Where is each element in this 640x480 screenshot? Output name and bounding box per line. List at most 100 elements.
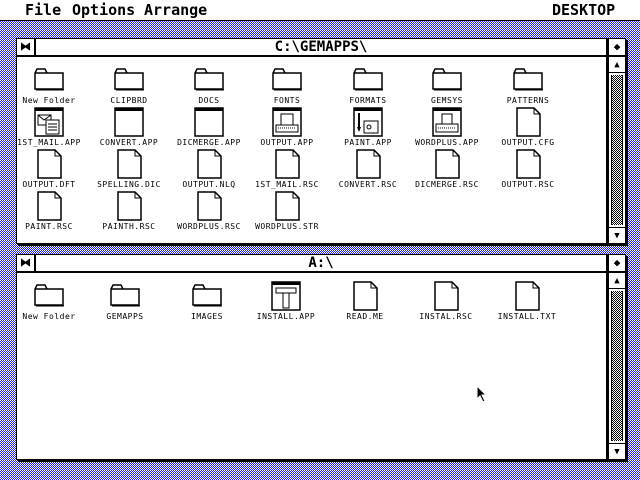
icon-label: GEMAPPS	[106, 312, 144, 321]
document-icon-item[interactable]: OUTPUT.DFT	[9, 149, 89, 190]
doc-icon	[247, 149, 327, 179]
doc-icon	[9, 149, 89, 179]
icon-label: 1ST_MAIL.APP	[17, 138, 81, 147]
application-icon-item[interactable]: WORDPLUS.APP	[407, 107, 487, 148]
icon-label: FONTS	[273, 96, 301, 105]
application-icon-item[interactable]: INSTALL.APP	[246, 281, 326, 322]
app-icon	[89, 107, 169, 137]
title-bar[interactable]: ⧓ C:\GEMAPPS\ ◆	[17, 39, 625, 57]
doc-icon	[89, 149, 169, 179]
icon-label: CONVERT.APP	[99, 138, 159, 147]
document-icon-item[interactable]: DICMERGE.RSC	[407, 149, 487, 190]
folder-icon-item[interactable]: DOCS	[169, 65, 249, 106]
document-icon-item[interactable]: 1ST_MAIL.RSC	[247, 149, 327, 190]
doc-icon	[89, 191, 169, 221]
icon-label: New Folder	[22, 312, 76, 321]
icon-label: OUTPUT.DFT	[22, 180, 76, 189]
folder-icon-item[interactable]: New Folder	[9, 281, 89, 322]
folder-icon	[85, 281, 165, 311]
icon-label: WORDPLUS.STR	[255, 222, 319, 231]
doc-icon	[406, 281, 486, 311]
document-icon-item[interactable]: SPELLING.DIC	[89, 149, 169, 190]
icon-label: PAINT.RSC	[25, 222, 73, 231]
icon-label: DOCS	[198, 96, 220, 105]
doc-icon	[169, 191, 249, 221]
menu-arrange[interactable]: Arrange	[144, 1, 208, 19]
folder-icon	[488, 65, 568, 95]
menu-file[interactable]: File	[25, 1, 62, 19]
window-title: C:\GEMAPPS\	[274, 39, 368, 55]
close-box-icon[interactable]: ⧓	[17, 255, 36, 271]
application-icon-item[interactable]: OUTPUT.APP	[247, 107, 327, 148]
document-icon-item[interactable]: OUTPUT.CFG	[488, 107, 568, 148]
doc-icon	[488, 149, 568, 179]
scroll-track[interactable]	[611, 75, 623, 225]
icon-label: WORDPLUS.APP	[415, 138, 479, 147]
document-icon-item[interactable]: WORDPLUS.STR	[247, 191, 327, 232]
folder-icon-item[interactable]: IMAGES	[167, 281, 247, 322]
menu-options[interactable]: Options	[72, 1, 136, 19]
scroll-down-arrow-icon[interactable]: ▼	[609, 443, 625, 459]
application-icon-item[interactable]: CONVERT.APP	[89, 107, 169, 148]
full-box-icon[interactable]: ◆	[606, 255, 625, 271]
scroll-up-arrow-icon[interactable]: ▲	[609, 273, 625, 289]
folder-icon-item[interactable]: GEMAPPS	[85, 281, 165, 322]
app-hammer-icon	[246, 281, 326, 311]
icon-label: PAINTH.RSC	[102, 222, 156, 231]
icon-label: New Folder	[22, 96, 76, 105]
window-c-gemapps: ⧓ C:\GEMAPPS\ ◆ ▲ ▼ New Folder CLIPBRD DOC…	[16, 38, 626, 244]
menu-bar: File Options Arrange DESKTOP	[0, 0, 640, 21]
application-icon-item[interactable]: DICMERGE.APP	[169, 107, 249, 148]
doc-icon	[9, 191, 89, 221]
folder-icon	[167, 281, 247, 311]
folder-icon	[9, 281, 89, 311]
scroll-down-arrow-icon[interactable]: ▼	[609, 227, 625, 243]
icon-label: READ.ME	[346, 312, 384, 321]
document-icon-item[interactable]: OUTPUT.RSC	[488, 149, 568, 190]
folder-icon	[407, 65, 487, 95]
document-icon-item[interactable]: PAINT.RSC	[9, 191, 89, 232]
doc-icon	[407, 149, 487, 179]
app-icon	[169, 107, 249, 137]
application-icon-item[interactable]: 1ST_MAIL.APP	[9, 107, 89, 148]
folder-icon	[328, 65, 408, 95]
folder-icon-item[interactable]: PATTERNS	[488, 65, 568, 106]
icon-label: OUTPUT.APP	[260, 138, 314, 147]
document-icon-item[interactable]: INSTALL.TXT	[487, 281, 567, 322]
icon-label: PAINT.APP	[344, 138, 392, 147]
doc-icon	[328, 149, 408, 179]
window-a-drive: ⧓ A:\ ◆ ▲ ▼ New Folder GEMAPPS IMAGES INSTA…	[16, 254, 626, 460]
application-icon-item[interactable]: PAINT.APP	[328, 107, 408, 148]
document-icon-item[interactable]: INSTAL.RSC	[406, 281, 486, 322]
icon-label: PATTERNS	[506, 96, 550, 105]
close-box-icon[interactable]: ⧓	[17, 39, 36, 55]
document-icon-item[interactable]: READ.ME	[325, 281, 405, 322]
icon-label: INSTALL.TXT	[497, 312, 557, 321]
scroll-track[interactable]	[611, 291, 623, 441]
icon-label: CLIPBRD	[110, 96, 148, 105]
icon-label: CONVERT.RSC	[338, 180, 398, 189]
full-box-icon[interactable]: ◆	[606, 39, 625, 55]
folder-icon-item[interactable]: New Folder	[9, 65, 89, 106]
icon-label: INSTALL.APP	[256, 312, 316, 321]
document-icon-item[interactable]: WORDPLUS.RSC	[169, 191, 249, 232]
doc-icon	[487, 281, 567, 311]
icon-label: FORMATS	[349, 96, 387, 105]
title-bar[interactable]: ⧓ A:\ ◆	[17, 255, 625, 273]
folder-icon-item[interactable]: FONTS	[247, 65, 327, 106]
scroll-up-arrow-icon[interactable]: ▲	[609, 57, 625, 73]
document-icon-item[interactable]: PAINTH.RSC	[89, 191, 169, 232]
icon-label: INSTAL.RSC	[419, 312, 473, 321]
folder-icon-item[interactable]: FORMATS	[328, 65, 408, 106]
document-icon-item[interactable]: OUTPUT.NLQ	[169, 149, 249, 190]
vertical-scrollbar[interactable]: ▲ ▼	[606, 57, 625, 243]
folder-icon-item[interactable]: GEMSYS	[407, 65, 487, 106]
icon-label: OUTPUT.NLQ	[182, 180, 236, 189]
icon-label: IMAGES	[191, 312, 223, 321]
desktop-label: DESKTOP	[552, 1, 616, 19]
document-icon-item[interactable]: CONVERT.RSC	[328, 149, 408, 190]
doc-icon	[488, 107, 568, 137]
folder-icon-item[interactable]: CLIPBRD	[89, 65, 169, 106]
vertical-scrollbar[interactable]: ▲ ▼	[606, 273, 625, 459]
folder-icon	[89, 65, 169, 95]
